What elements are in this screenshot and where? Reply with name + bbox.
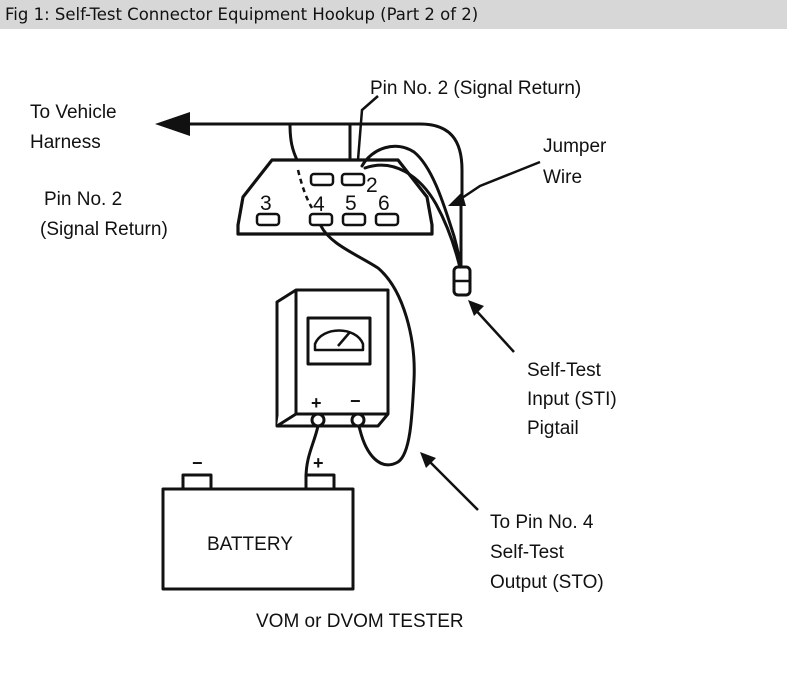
pin2-top-label: Pin No. 2 (Signal Return)	[370, 78, 581, 99]
sto-label-1: To Pin No. 4	[490, 512, 594, 533]
battery	[161, 473, 355, 591]
sto-wire	[319, 224, 416, 467]
sti-arrow-icon	[468, 300, 484, 316]
self-test-connector	[236, 158, 434, 236]
meter-positive-sign: +	[311, 393, 322, 413]
pin2-left-label-2: (Signal Return)	[40, 219, 168, 240]
pin-number-5: 5	[345, 192, 357, 215]
jumper-label-1: Jumper	[543, 136, 607, 157]
sto-arrow-icon	[420, 452, 436, 468]
sti-pigtail	[452, 200, 472, 297]
sti-label-2: Input (STI)	[527, 389, 617, 410]
pin-number-6: 6	[378, 192, 390, 215]
battery-positive-sign: +	[313, 453, 324, 473]
pin-number-2: 2	[366, 174, 378, 197]
sti-label-3: Pigtail	[527, 418, 579, 439]
figure-caption: VOM or DVOM TESTER	[256, 611, 464, 632]
harness-arrow-icon	[155, 112, 190, 136]
jumper-wire	[360, 144, 463, 274]
sti-label-1: Self-Test	[527, 360, 602, 381]
positive-lead	[304, 424, 320, 480]
meter-negative-sign: −	[350, 391, 361, 411]
vom-meter	[275, 288, 390, 428]
battery-label: BATTERY	[207, 534, 293, 555]
battery-negative-sign: −	[192, 453, 203, 473]
jumper-arrow-icon	[448, 192, 466, 206]
callout-lines	[356, 95, 541, 511]
pin2-left-label-1: Pin No. 2	[44, 189, 122, 210]
vehicle-harness-label-2: Harness	[30, 132, 101, 153]
pin-number-4: 4	[313, 193, 325, 216]
jumper-label-2: Wire	[543, 167, 582, 188]
vehicle-harness-label-1: To Vehicle	[30, 102, 117, 123]
pin-number-3: 3	[260, 192, 272, 215]
sto-label-3: Output (STO)	[490, 572, 604, 593]
figure-title: Fig 1: Self-Test Connector Equipment Hoo…	[0, 0, 787, 29]
sto-label-2: Self-Test	[490, 542, 565, 563]
